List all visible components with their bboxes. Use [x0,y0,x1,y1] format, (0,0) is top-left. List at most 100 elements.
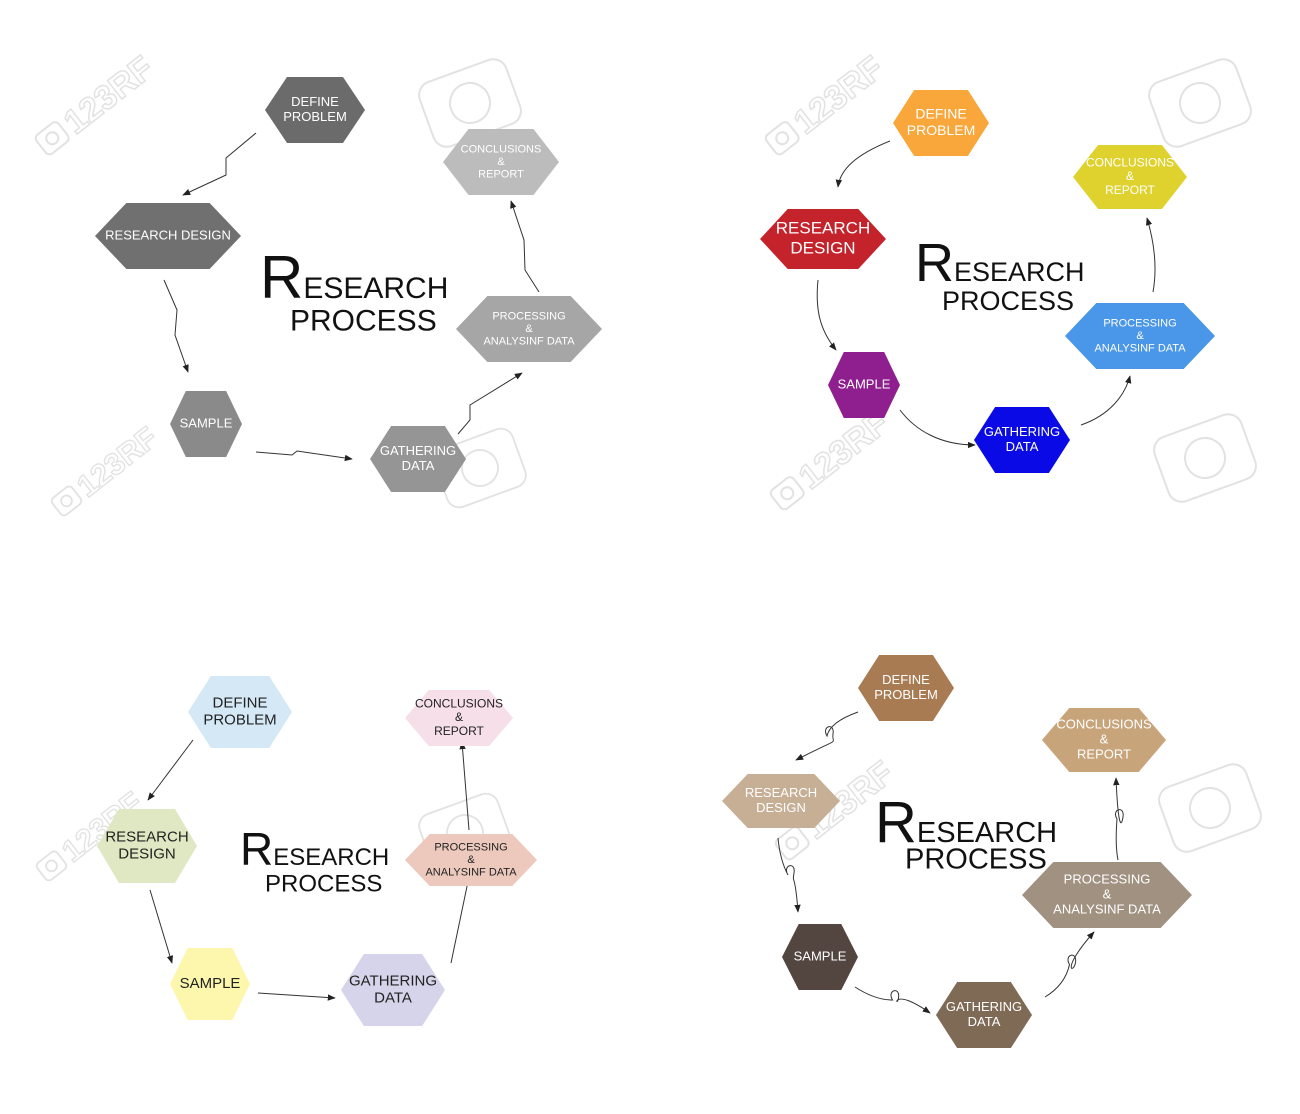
connector-arrow-1-4 [457,372,523,435]
camera-icon [50,485,83,517]
connector-arrow-2-2 [816,279,837,351]
step-label: & [497,156,505,168]
step-label: GATHERING [349,972,437,989]
step-label: DATA [1006,439,1039,454]
camera-lens-icon [60,494,73,508]
step-label: PROBLEM [283,109,347,124]
step-label: & [1100,731,1109,746]
step-label: DATA [374,990,412,1007]
connector-arrow-1-5 [510,200,540,293]
step-label: REPORT [1105,183,1155,197]
hexagon-shape [722,774,840,828]
watermark-text: 123RF [787,49,891,142]
hexagon-shape [456,296,602,362]
watermark-logo-0: 123RF [34,48,161,156]
step-label: PROCESSING [492,310,565,322]
camera-lens-icon [1184,437,1226,479]
step-label: & [1126,169,1134,183]
step-label: SAMPLE [180,415,233,430]
step-label: RESEARCH DESIGN [105,227,231,242]
hexagon-shape [341,954,445,1026]
connector-arrow-1-3 [255,450,353,462]
step-label: RESEARCH [745,785,817,800]
step-node-processing: PROCESSING&ANALYSINF DATA [1022,862,1192,928]
camera-lens-icon [45,131,60,146]
connector-arrow-4-2 [777,837,801,913]
hexagon-shape [265,77,365,143]
connector-arrow-2-5 [1145,217,1156,293]
step-label: ANALYSINF DATA [425,867,517,879]
connector-arrow-4-1 [795,711,859,761]
hexagon-shape [170,948,250,1020]
hexagon-shape [760,209,886,269]
hexagon-shape [1065,303,1215,369]
step-label: DEFINE [291,94,339,109]
step-label: GATHERING [984,424,1060,439]
step-label: DESIGN [790,238,855,257]
step-node-conclusions: CONCLUSIONS&REPORT [405,690,513,746]
step-label: REPORT [434,724,484,738]
hexagon-shape [188,676,292,748]
camera-icon [769,476,805,511]
camera-icon [35,850,68,882]
step-label: DEFINE [915,106,966,122]
connector-arrow-3-2 [149,889,173,964]
step-label: PROCESSING [1064,871,1151,886]
title-line-1: RESEARCH [260,244,448,311]
title-layer: RESEARCHPROCESSRESEARCHPROCESSRESEARCHPR… [240,233,1085,898]
camera-icon [774,826,810,861]
step-label: PROBLEM [203,712,276,729]
camera-lens-icon [1189,787,1231,829]
hexagon-shape [1022,862,1192,928]
step-label: SAMPLE [794,948,847,963]
step-node-conclusions: CONCLUSIONS&REPORT [1042,708,1166,772]
connector-arrow-2-4 [1080,375,1132,426]
connector-arrow-4-5 [1113,777,1124,861]
step-node-sample: SAMPLE [782,924,858,990]
watermark-camera-5 [1158,763,1262,853]
hexagon-shape [370,426,466,492]
step-label: DEFINE [212,694,267,711]
hexagon-shape [1073,145,1187,209]
camera-icon [1148,58,1252,148]
step-node-conclusions: CONCLUSIONS&REPORT [1073,145,1187,209]
step-label: RESEARCH [105,828,188,845]
step-label: DATA [968,1014,1001,1029]
step-label: & [1103,886,1112,901]
step-node-sample: SAMPLE [828,352,900,418]
step-label: CONCLUSIONS [461,143,542,155]
step-label: RESEARCH [776,219,870,238]
step-label: CONCLUSIONS [415,696,503,710]
title-line-1: RESEARCH [240,823,389,875]
camera-icon [34,121,70,156]
connector-arrow-3-1 [147,739,194,801]
connector-layer [147,132,1156,1014]
step-label: PROCESSING [1103,317,1176,329]
step-label: SAMPLE [838,376,891,391]
hexagon-shape [95,203,241,269]
step-label: PROCESSING [434,841,507,853]
hexagon-shape [936,982,1032,1048]
camera-lens-icon [780,486,795,501]
title-line-1: RESEARCH [875,790,1057,855]
step-label: CONCLUSIONS [1056,716,1152,731]
hexagon-shape [1042,708,1166,772]
step-label: PROBLEM [907,122,975,138]
step-label: GATHERING [380,443,456,458]
hexagon-shape [782,924,858,990]
watermark-camera-3 [1153,413,1257,503]
connector-arrow-2-3 [899,409,976,449]
step-label: & [455,710,463,724]
step-node-processing: PROCESSING&ANALYSINF DATA [405,834,537,886]
watermark-camera-1 [1148,58,1252,148]
hexagon-shape [974,407,1070,473]
